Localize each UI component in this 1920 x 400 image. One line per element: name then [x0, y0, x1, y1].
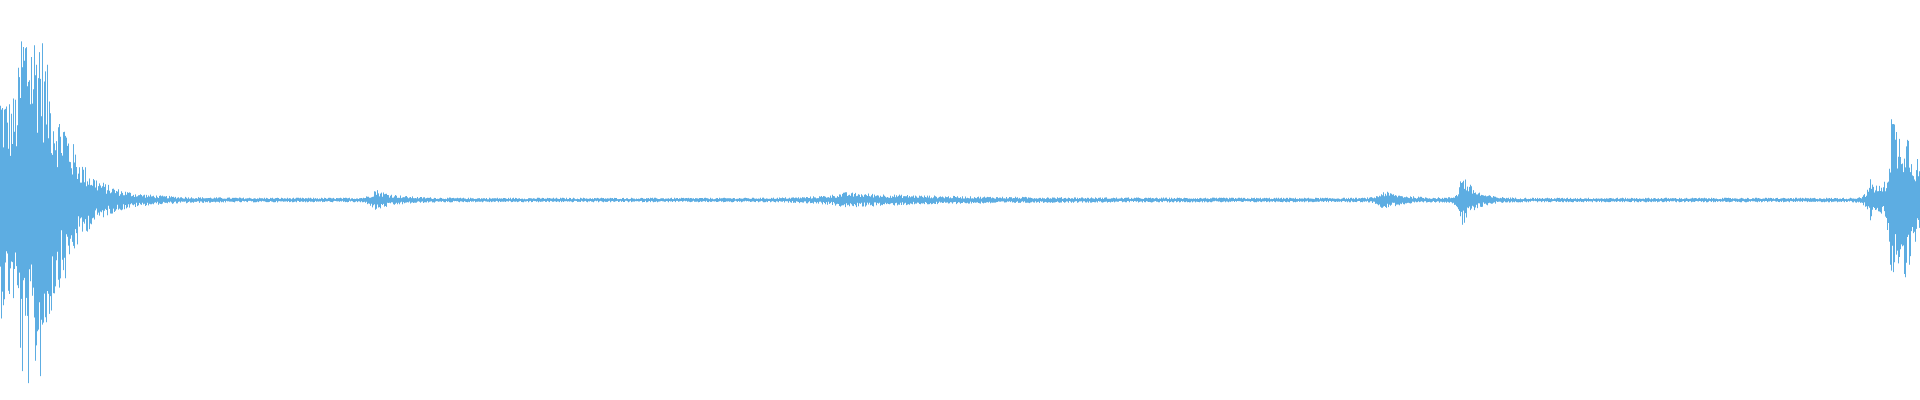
waveform-bars: [0, 41, 1920, 384]
waveform-path: [0, 41, 1920, 384]
